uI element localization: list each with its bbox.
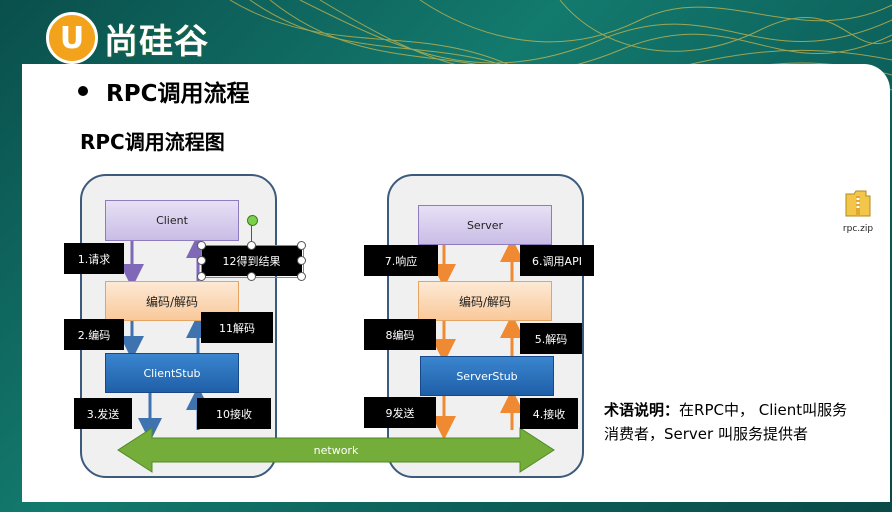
network-arrow — [117, 427, 555, 473]
logo-mark: U — [46, 12, 98, 64]
server-stub-box: ServerStub — [420, 356, 554, 396]
resize-handle-nw[interactable] — [197, 241, 206, 250]
slide-title: RPC调用流程 — [106, 81, 250, 107]
network-label: network — [313, 443, 359, 457]
step-label-4: 4.接收 — [520, 398, 578, 429]
step-label-1: 1.请求 — [64, 243, 124, 274]
step-label-2: 2.编码 — [64, 319, 124, 350]
resize-handle-n[interactable] — [247, 241, 256, 250]
resize-handle-sw[interactable] — [197, 272, 206, 281]
logo-text: 尚硅谷 — [104, 21, 209, 62]
step-label-10: 10接收 — [197, 398, 271, 429]
brand-logo: U 尚硅谷 — [46, 12, 209, 64]
zip-folder-icon — [845, 190, 871, 217]
client-box: Client — [105, 200, 239, 241]
rotate-handle[interactable] — [247, 215, 258, 226]
terminology-body: 在RPC中， Client叫服务消费者，Server 叫服务提供者 — [604, 401, 848, 443]
terminology-note: 术语说明：在RPC中， Client叫服务消费者，Server 叫服务提供者 — [604, 398, 862, 446]
client-stub-box: ClientStub — [105, 353, 239, 393]
diagram-title: RPC调用流程图 — [80, 130, 225, 154]
terminology-heading: 术语说明： — [604, 401, 680, 419]
step-label-12[interactable]: 12得到结果 — [201, 245, 302, 276]
client-codec-box: 编码/解码 — [105, 281, 239, 321]
step-label-3: 3.发送 — [74, 398, 132, 429]
step-label-7: 7.响应 — [364, 245, 438, 276]
resize-handle-e[interactable] — [297, 256, 306, 265]
server-codec-box: 编码/解码 — [418, 281, 552, 321]
server-box: Server — [418, 205, 552, 245]
step-label-8: 8编码 — [364, 319, 436, 350]
resize-handle-s[interactable] — [247, 272, 256, 281]
resize-handle-ne[interactable] — [297, 241, 306, 250]
step-label-9: 9发送 — [364, 397, 436, 428]
step-label-5: 5.解码 — [520, 323, 582, 354]
bullet-icon — [78, 86, 88, 96]
rotate-handle-line — [251, 224, 252, 245]
step-label-6: 6.调用API — [520, 245, 594, 276]
file-name: rpc.zip — [842, 224, 874, 234]
file-item[interactable]: rpc.zip — [838, 188, 878, 234]
step-label-11: 11解码 — [201, 312, 273, 343]
resize-handle-se[interactable] — [297, 272, 306, 281]
resize-handle-w[interactable] — [197, 256, 206, 265]
